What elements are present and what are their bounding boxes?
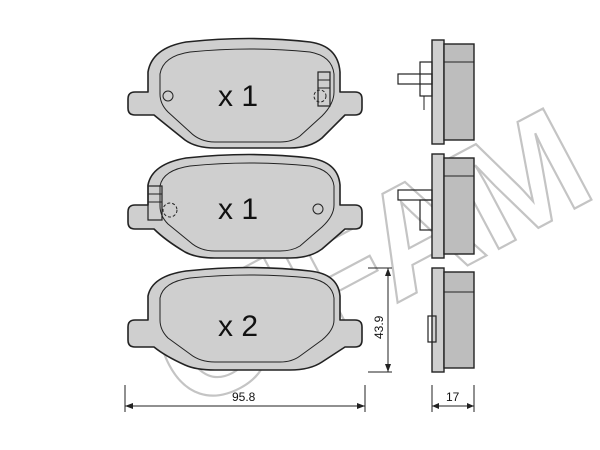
thickness-dimension	[431, 385, 475, 412]
pad-3-quantity: x 2	[218, 310, 258, 343]
pad-1-friction-edge	[159, 48, 335, 143]
pad-2-quantity: x 1	[218, 193, 258, 226]
height-dimension	[368, 267, 392, 373]
pad-1-wear-sensor-clip	[313, 71, 331, 107]
pad-1-quantity: x 1	[218, 80, 258, 113]
pad-1-outline	[127, 37, 363, 149]
pad-2-wear-sensor-clip	[147, 185, 178, 221]
side-view-3	[427, 267, 475, 373]
pad-2: x 1	[127, 153, 363, 259]
width-dimension-label: 95.8	[232, 390, 256, 404]
pad-2-friction-edge	[159, 162, 335, 252]
pad-2-outline	[127, 153, 363, 259]
pad-3-friction-edge	[159, 274, 335, 363]
height-dimension-label: 43.9	[372, 315, 386, 339]
pad-3: x 2	[127, 266, 363, 371]
thickness-dimension-label: 17	[446, 390, 460, 404]
pad-1: x 1	[127, 37, 363, 149]
pad-1-rivet-left	[162, 90, 174, 102]
pad-3-outline	[127, 266, 363, 371]
width-dimension	[124, 385, 366, 412]
pad-2-rivet-right	[312, 203, 324, 215]
side-view-2	[397, 153, 475, 259]
side-view-1	[397, 39, 475, 145]
